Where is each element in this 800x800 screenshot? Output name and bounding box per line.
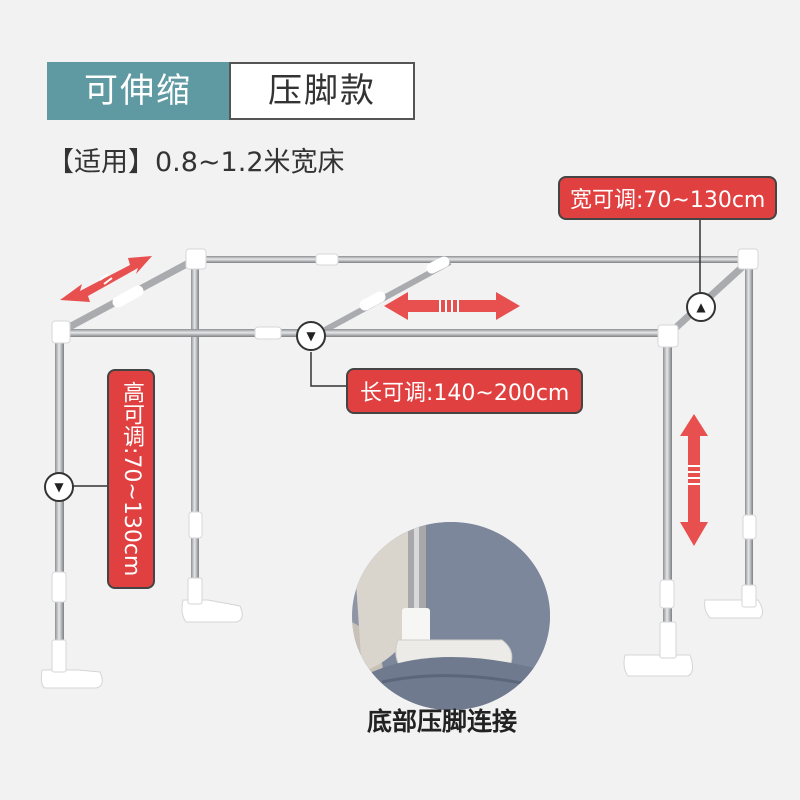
pole-sleeve bbox=[742, 514, 757, 540]
width-adjust-label: 宽可调:70~130cm bbox=[558, 176, 778, 220]
length-adjust-label: 长可调:140~200cm bbox=[346, 368, 584, 414]
foot-socket bbox=[741, 584, 757, 608]
height-adjust-arrow bbox=[680, 414, 708, 546]
pole-back-right bbox=[745, 258, 753, 603]
corner-joint bbox=[737, 248, 759, 270]
triangle-down-icon: ▼ bbox=[296, 321, 326, 351]
triangle-up-icon: ▲ bbox=[686, 292, 716, 322]
tag-foot-press-style: 压脚款 bbox=[229, 62, 415, 120]
height-adjust-label: 高可调:70~130cm bbox=[107, 369, 155, 589]
pole-sleeve bbox=[188, 511, 203, 539]
foot-socket bbox=[187, 577, 203, 605]
foot-socket bbox=[659, 621, 677, 659]
foot-detail-photo bbox=[352, 522, 550, 710]
width-adjust-arrow bbox=[60, 256, 152, 302]
tag-adjustable: 可伸缩 bbox=[47, 62, 229, 120]
foot-socket bbox=[51, 639, 67, 673]
beam-front bbox=[58, 329, 670, 337]
style-tags: 可伸缩 压脚款 bbox=[47, 62, 415, 120]
triangle-down-icon: ▼ bbox=[44, 472, 74, 502]
pole-sleeve bbox=[659, 579, 675, 609]
foot-plate bbox=[623, 654, 694, 677]
beam-back bbox=[196, 256, 750, 263]
beam-sleeve bbox=[315, 253, 339, 266]
corner-joint bbox=[657, 324, 679, 348]
leader-width bbox=[699, 214, 718, 295]
foot-plate bbox=[181, 599, 243, 623]
corner-joint bbox=[185, 248, 207, 270]
pole-sleeve bbox=[51, 571, 67, 603]
beam-sleeve bbox=[426, 256, 450, 274]
leader-length bbox=[310, 352, 348, 387]
beam-sleeve bbox=[112, 285, 144, 308]
beam-middle-cross bbox=[323, 259, 452, 333]
pole-back-left bbox=[191, 258, 199, 604]
corner-joint bbox=[51, 320, 71, 344]
suitable-bed-size: 【适用】0.8~1.2米宽床 bbox=[47, 147, 345, 178]
detail-caption: 底部压脚连接 bbox=[367, 707, 518, 736]
beam-sleeve bbox=[254, 326, 282, 340]
beam-sleeve bbox=[359, 291, 386, 311]
foot-plate bbox=[40, 669, 103, 689]
pole-front-right bbox=[663, 333, 672, 670]
